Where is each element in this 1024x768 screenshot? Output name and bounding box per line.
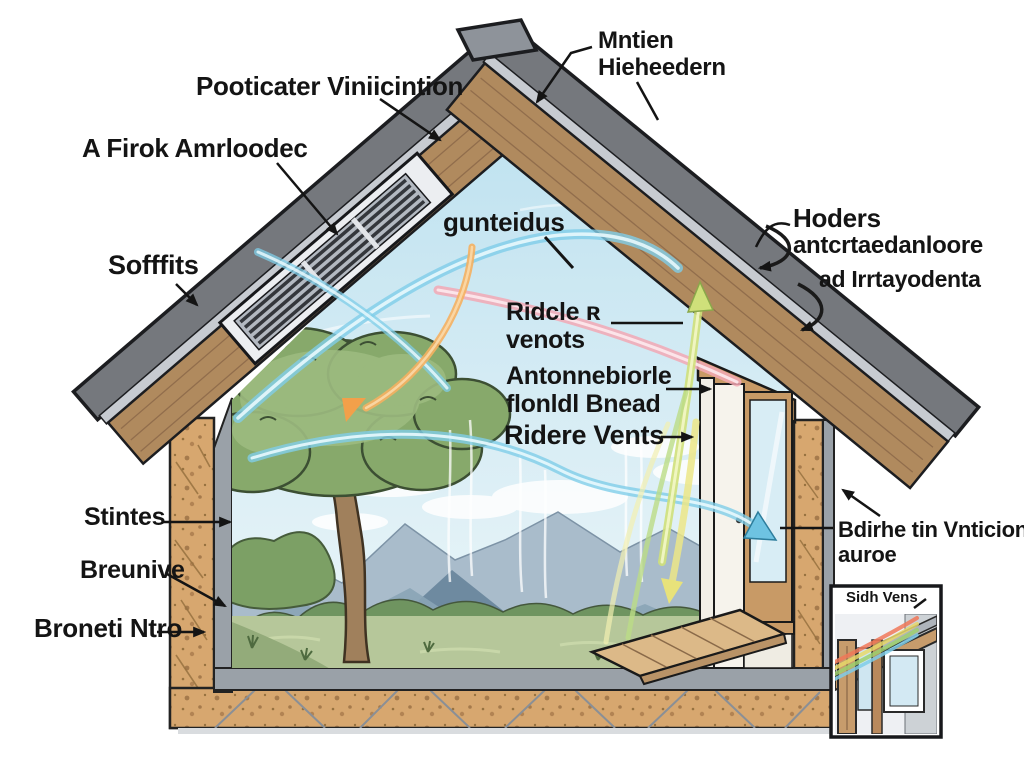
label-headers-line1: Hoders (793, 203, 881, 233)
label-headers-line2: antcrtaedanloore (793, 232, 983, 260)
label-behind-vent: Bdirhe tin Vnticion auroe (838, 517, 1024, 567)
blue-arrowhead (742, 510, 778, 541)
inset-title: Sidh Vens (846, 589, 918, 606)
label-ridge-header: Mntien Hieheedern (598, 27, 726, 82)
label-soffits: Sofffits (108, 250, 199, 280)
label-bottom-left: Broneti Ntro (34, 613, 183, 643)
label-headers-line3: ad Irrtayodenta (819, 265, 981, 292)
left-bush (232, 531, 336, 610)
foundation (168, 686, 835, 734)
leader-lines (157, 45, 881, 638)
label-gutters: gunteidus (443, 207, 565, 237)
deck (588, 608, 788, 686)
label-ridge-header-line2: Hieheedern (598, 53, 726, 81)
label-ridge-vents-2: Ridere Vents (504, 420, 664, 450)
inset-rainbow-stream (835, 616, 919, 681)
label-ridge-header-line1: Mntien (598, 27, 674, 54)
label-headers: Hoders antcrtaedanloore ad Irrtayodenta (793, 203, 983, 293)
label-baffle-board-line2: flonldl Bnead (506, 390, 661, 418)
label-ridge-vents-1-line1: Ridcle ʀ (506, 298, 601, 326)
roof-exit-arrows (757, 224, 824, 332)
label-air-baffle: A Firok Amrloodec (82, 133, 308, 163)
label-sheathing: Breunive (80, 556, 185, 584)
green-up-arrowhead (686, 280, 715, 313)
label-ridge-vents-1-line2: venots (506, 326, 585, 354)
label-ridge-vents-1: Ridcle ʀ venots (506, 298, 600, 354)
inset-panel (829, 584, 943, 739)
roof-right (445, 21, 982, 490)
grass-tufts (247, 634, 605, 661)
orange-arrowhead (342, 398, 366, 422)
left-wall (168, 416, 216, 730)
floor-strip (213, 667, 834, 691)
label-behind-vent-line1: Bdirhe tin Vnticion (838, 517, 1024, 542)
label-baffle-board-line1: Antonnebiorle (506, 362, 672, 390)
left-frame-strip (213, 397, 233, 693)
label-baffle-board: Antonnebiorle flonldl Bnead (506, 362, 672, 418)
label-ventilation-top: Pooticater Viniicintion (196, 71, 464, 101)
yellow-down-arrowhead (661, 578, 683, 604)
label-behind-vent-line2: auroe (838, 541, 897, 567)
air-streams (233, 229, 778, 645)
label-studs: Stintes (84, 503, 166, 531)
soffit-vent (217, 151, 455, 366)
ridge-cap (455, 18, 539, 62)
